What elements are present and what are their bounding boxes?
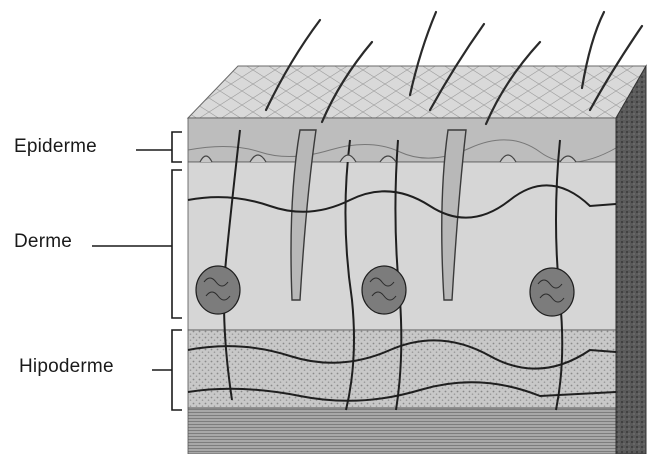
muscle-layer [188,408,616,454]
label-derme: Derme [14,231,72,253]
derme-bracket [172,170,182,318]
epiderme-bracket [172,132,182,162]
hipoderme-bracket [172,330,182,410]
label-hipoderme: Hipoderme [19,356,114,378]
label-epiderme: Epiderme [14,136,97,158]
epidermis-layer [188,118,616,162]
side-face [616,66,646,454]
skin-surface [188,66,646,118]
